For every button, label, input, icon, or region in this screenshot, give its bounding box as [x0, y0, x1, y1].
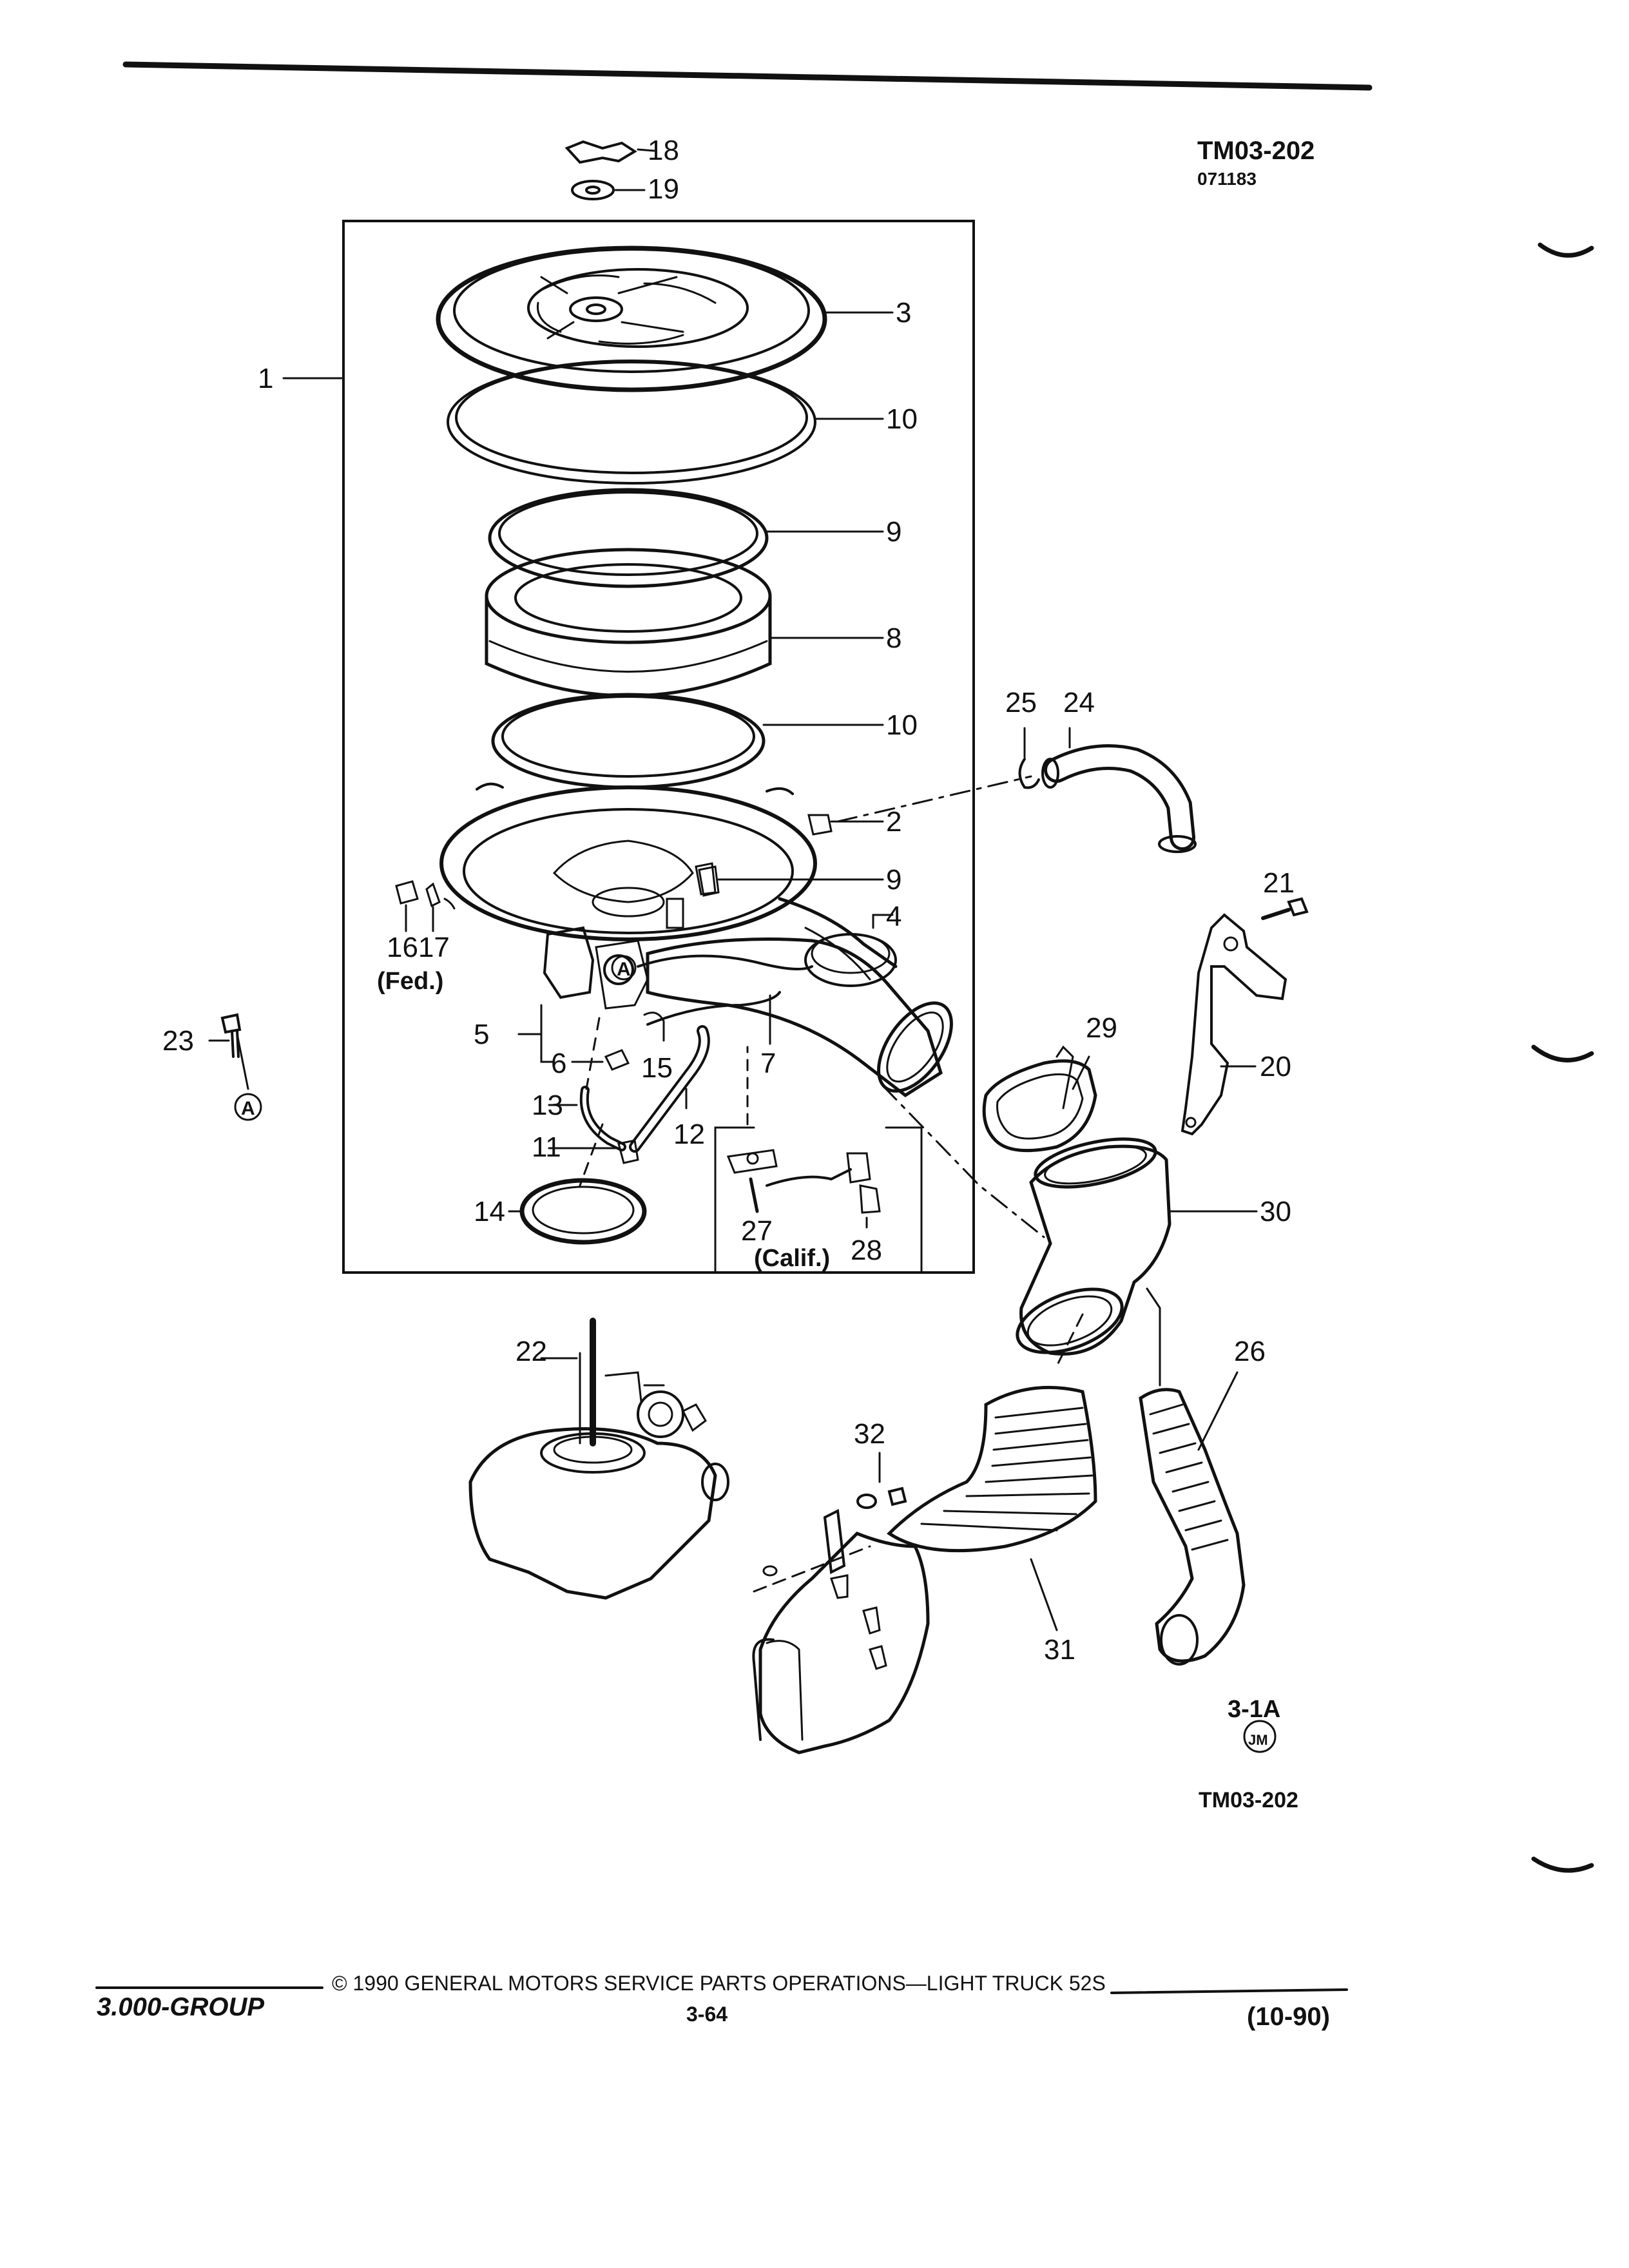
- wing-nut-19: [564, 140, 655, 164]
- hose-25: [1041, 727, 1197, 853]
- sensor-9: [695, 862, 717, 896]
- callout-11: 10: [886, 403, 918, 435]
- bracket-21: [1181, 913, 1287, 1136]
- callout-29: 28: [851, 1235, 882, 1266]
- header-date-code: 071183: [1197, 169, 1257, 189]
- throttle-body-23: [468, 1318, 729, 1600]
- callout-12: 11: [532, 1131, 561, 1163]
- vacuum-hose-7: [637, 954, 813, 1045]
- callout-25: 24: [1063, 687, 1095, 718]
- callout-17: 16: [387, 932, 418, 963]
- callout-20: 19: [648, 173, 679, 205]
- punch-mark-1: [1537, 242, 1594, 258]
- connector-12: [548, 1139, 639, 1164]
- callout-13: 12: [673, 1119, 705, 1150]
- reference-code: 3-1A: [1228, 1696, 1280, 1723]
- header-code: TM03-202: [1197, 137, 1315, 165]
- bolt-33: [762, 1452, 907, 1577]
- washer-20: [571, 180, 646, 200]
- air-cleaner-cover-3: [436, 245, 894, 392]
- flex-duct-32: [752, 1385, 1097, 1754]
- callout-17-18: 1617: [387, 932, 450, 963]
- footer-revision: (10-90): [1247, 2003, 1330, 2031]
- callout-6: 6: [551, 1048, 566, 1079]
- callout-3: 3: [896, 297, 911, 329]
- hose-14: [548, 1086, 626, 1151]
- centerline-duct-31: [882, 1084, 1045, 1238]
- gasket-11: [447, 360, 884, 485]
- callout-1: 1: [258, 363, 273, 394]
- seal-10-lower: [491, 693, 884, 789]
- callout-10-upper: 9: [886, 516, 901, 548]
- callout-28: 27: [741, 1215, 773, 1247]
- seal-10-upper: [488, 488, 884, 588]
- figure-code: TM03-202: [1199, 1788, 1298, 1812]
- footer-group: 3.000-GROUP: [97, 1993, 265, 2021]
- footer-page: 3-64: [686, 2003, 728, 2026]
- punch-mark-2: [1531, 1044, 1594, 1062]
- callout-31: 30: [1260, 1196, 1291, 1227]
- circle-a-bolt-label: A: [241, 1098, 255, 1119]
- callout-14: 13: [532, 1090, 563, 1121]
- callouts: 18 19 3 1 10 9 8 10 25 24 2 21 9 4 1617 …: [162, 135, 1298, 1812]
- callout-4: 4: [886, 901, 901, 932]
- gasket-30: [982, 1045, 1097, 1153]
- centerline-hose-25: [836, 775, 1032, 823]
- circle-a-housing-label: A: [617, 959, 631, 980]
- callout-7: 7: [760, 1048, 776, 1079]
- flex-hose-27: [1139, 1371, 1246, 1666]
- callout-23: 22: [516, 1336, 547, 1367]
- callout-21: 20: [1260, 1051, 1291, 1082]
- note-fed: (Fed.): [377, 968, 443, 995]
- vacuum-motor-5: [517, 926, 649, 1035]
- callout-27: 26: [1234, 1336, 1266, 1367]
- bolt-24: [208, 1013, 262, 1121]
- callout-26: 25: [1005, 687, 1037, 718]
- valve-16: [643, 1012, 665, 1042]
- callout-5: 5: [474, 1019, 489, 1050]
- fittings-17-18: [395, 880, 456, 932]
- callout-33: 32: [854, 1418, 885, 1450]
- centerline-sensor: [579, 1017, 604, 1187]
- callout-30: 29: [1086, 1012, 1117, 1044]
- callout-8: 8: [886, 622, 901, 654]
- callout-9: 9: [886, 864, 901, 896]
- centerline-duct-32: [1055, 1313, 1084, 1367]
- callout-19: 18: [648, 135, 679, 166]
- note-calif: (Calif.): [754, 1245, 830, 1272]
- centerline-bolt-33: [753, 1545, 871, 1593]
- gasket-15: [508, 1178, 647, 1245]
- circle-a-housing: [611, 955, 637, 981]
- punch-mark-3: [1531, 1856, 1594, 1873]
- clamp-26: [1018, 727, 1040, 789]
- callout-22: 21: [1263, 867, 1295, 899]
- duct-31: [1016, 1137, 1258, 1387]
- reference-badge: [1243, 1720, 1277, 1753]
- assembly-frame: [342, 220, 975, 1274]
- callout-32: 31: [1044, 1634, 1075, 1666]
- callout-16: 15: [641, 1052, 673, 1084]
- footer-copyright: © 1990 GENERAL MOTORS SERVICE PARTS OPER…: [332, 1972, 1106, 1995]
- hose-13: [629, 1025, 710, 1153]
- callout-18: 17: [418, 932, 450, 963]
- footer-rule-right: [1110, 1988, 1348, 1994]
- top-rule: [122, 61, 1373, 91]
- bolt-22: [1261, 897, 1309, 920]
- reference-badge-label: JM: [1248, 1732, 1268, 1748]
- clip-6: [540, 1033, 630, 1071]
- callout-15: 14: [474, 1196, 505, 1227]
- callout-24: 23: [162, 1025, 194, 1057]
- callout-10-lower: 10: [886, 709, 918, 741]
- calif-sensor-box: [714, 1046, 923, 1274]
- callout-2: 2: [886, 806, 901, 838]
